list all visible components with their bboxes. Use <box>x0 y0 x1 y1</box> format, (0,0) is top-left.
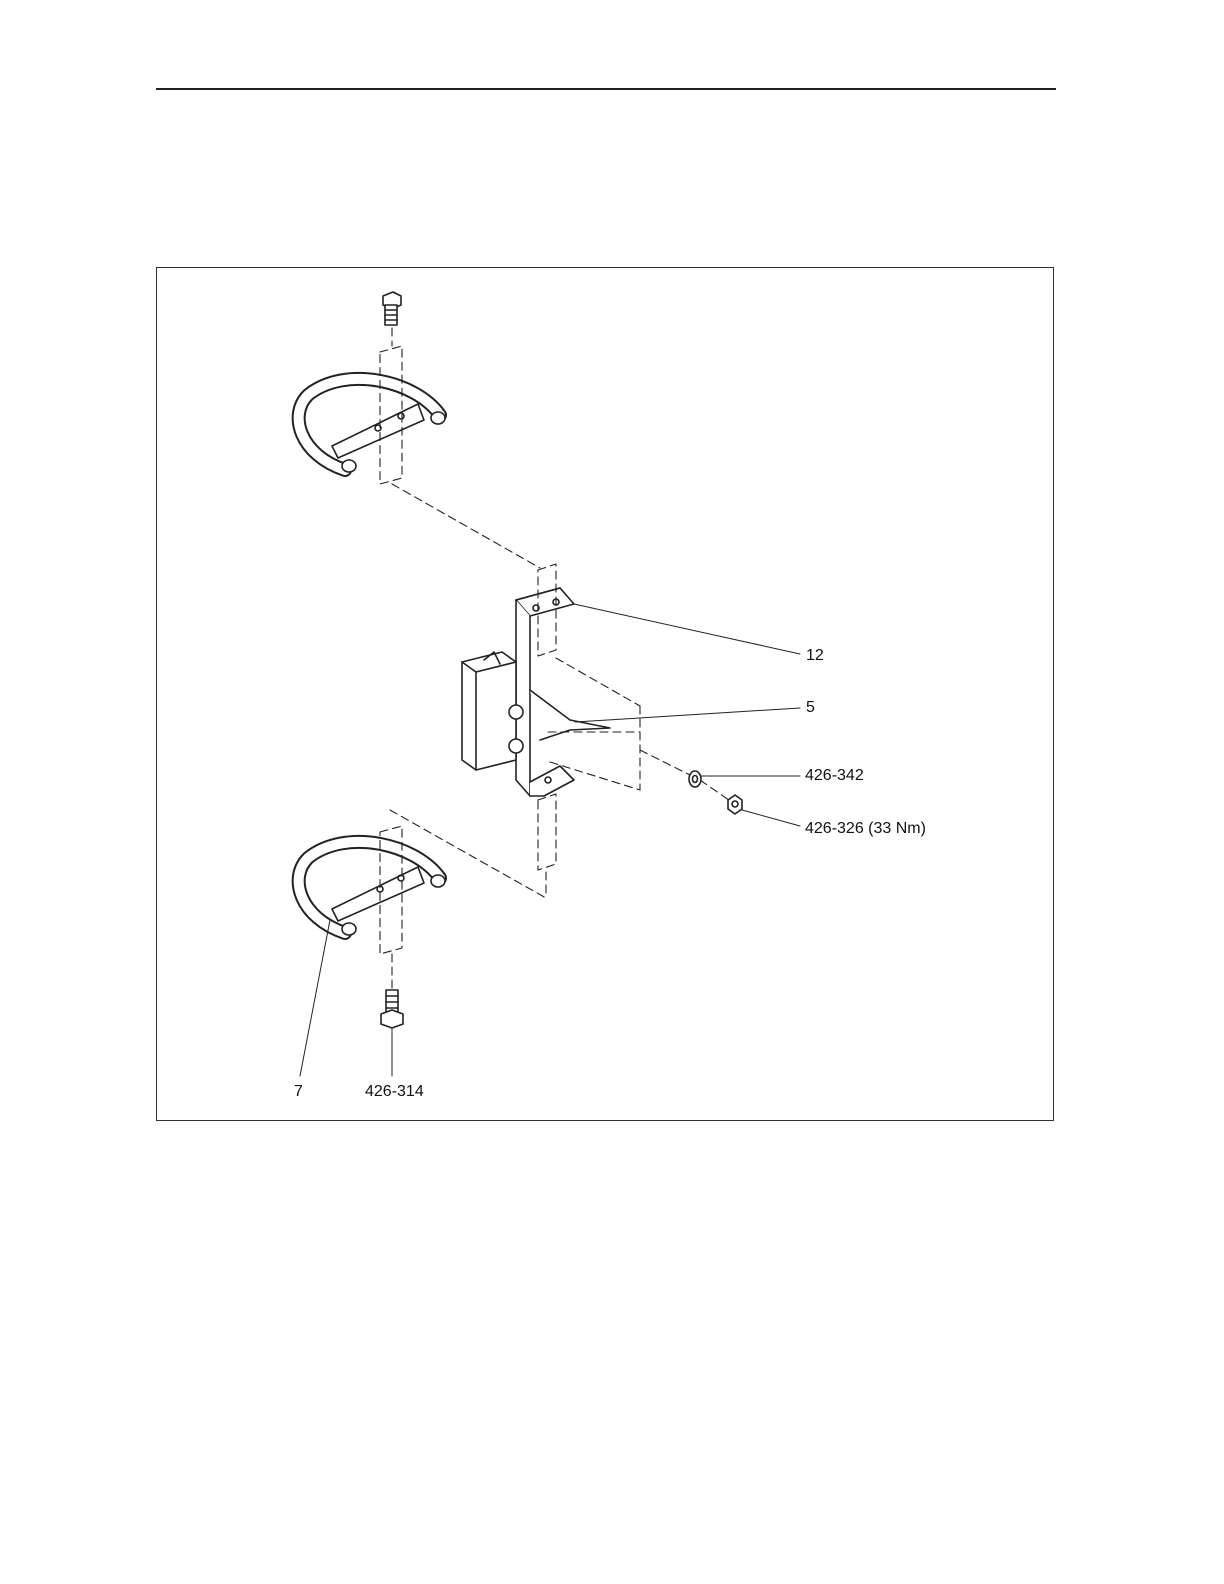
washer-icon <box>689 771 701 787</box>
callout-nut: 426-326 (33 Nm) <box>805 820 926 838</box>
callout-washer: 426-342 <box>805 767 864 785</box>
bracket-icon <box>516 588 574 796</box>
callout-bracket: 12 <box>806 647 824 665</box>
nut-icon <box>728 795 742 814</box>
callout-handle: 7 <box>294 1083 303 1101</box>
callout-bolt: 426-314 <box>365 1083 424 1101</box>
lower-handle-icon <box>299 842 445 935</box>
callout-hinge: 5 <box>806 699 815 717</box>
top-bolt-icon <box>383 292 401 325</box>
hinge-icon <box>462 652 610 770</box>
bottom-bolt-icon <box>381 990 403 1028</box>
upper-alignment-lines <box>380 328 540 568</box>
upper-handle-icon <box>299 379 445 472</box>
